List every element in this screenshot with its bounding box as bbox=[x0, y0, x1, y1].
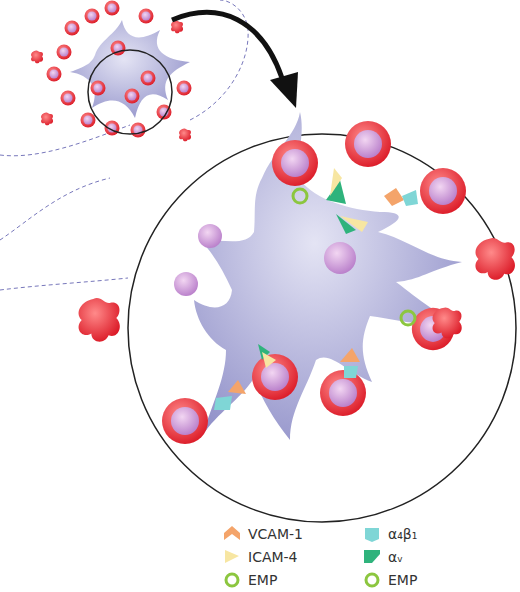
legend-swatch bbox=[222, 547, 242, 567]
adhesion-molecules bbox=[214, 168, 418, 410]
legend-swatch bbox=[362, 547, 382, 567]
legend-swatch bbox=[362, 524, 382, 544]
legend-swatch bbox=[362, 570, 382, 590]
legend-swatch bbox=[222, 524, 242, 544]
legend-swatch bbox=[222, 570, 242, 590]
legend-label: ICAM-4 bbox=[248, 548, 298, 566]
legend-label: α₄β₁ bbox=[388, 525, 417, 543]
legend-label: αᵥ bbox=[388, 548, 403, 566]
legend-label: EMP bbox=[388, 571, 417, 589]
legend-label: EMP bbox=[248, 571, 277, 589]
legend-label: VCAM-1 bbox=[248, 525, 303, 543]
